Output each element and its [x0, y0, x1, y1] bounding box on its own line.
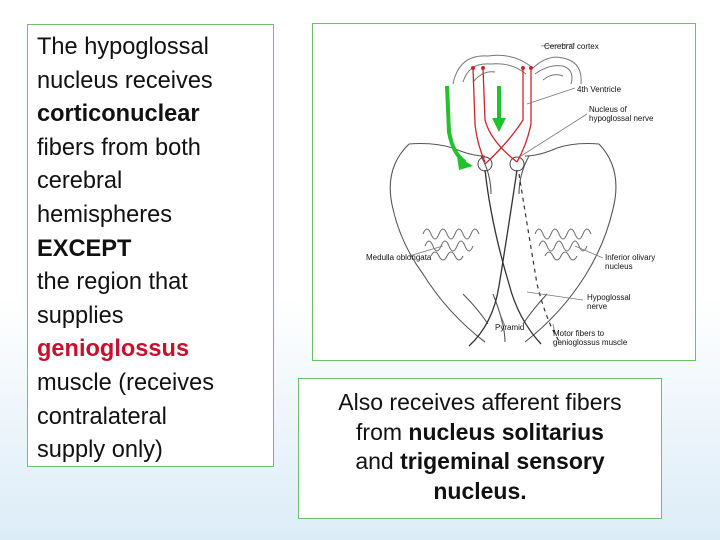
inferior-olivary-folds — [422, 228, 592, 261]
green-arrow-head-icon — [457, 156, 473, 170]
corticonuclear-fibers — [472, 67, 532, 165]
left-line: contralateral — [37, 403, 167, 430]
fiber-origin-dots — [471, 66, 533, 70]
green-arrow-icon — [445, 85, 467, 164]
diagram-box: Cerebral cortex 4th Ventricle Nucleus of… — [312, 23, 696, 361]
label-hypoglossal-line1: Hypoglossal — [587, 293, 631, 302]
medulla-outline — [389, 142, 617, 343]
label-hypoglossal-line2: nerve — [587, 302, 608, 311]
green-arrows — [445, 85, 506, 170]
hypoglossal-pathway-diagram: Cerebral cortex 4th Ventricle Nucleus of… — [366, 42, 655, 347]
label-inferior-olivary-line2: nucleus — [605, 262, 633, 271]
left-line-corticonuclear: corticonuclear — [37, 101, 200, 128]
left-line-genioglossus: genioglossus — [37, 336, 190, 363]
left-line: The hypoglossal — [37, 34, 209, 60]
label-fourth-ventricle: 4th Ventricle — [577, 85, 622, 94]
label-cerebral-cortex: Cerebral cortex — [544, 42, 599, 51]
left-line: cerebral — [37, 168, 123, 195]
afferent-text-box: Also receives afferent fibers from nucle… — [298, 378, 662, 519]
green-arrow-head-icon — [492, 118, 506, 132]
afferent-line: and trigeminal sensory — [299, 447, 661, 477]
afferent-line: from nucleus solitarius — [299, 418, 661, 448]
left-text-box: The hypoglossal nucleus receives cortico… — [27, 24, 274, 467]
label-motor-line2: genioglossus muscle — [553, 338, 628, 347]
label-pyramid: Pyramid — [495, 323, 524, 332]
afferent-line-solitarius: from nucleus solitarius — [356, 418, 604, 445]
left-description: The hypoglossal nucleus receives cortico… — [37, 31, 273, 468]
left-line: fibers from both — [37, 134, 201, 161]
left-line: the region that — [37, 269, 188, 296]
label-medulla: Medulla oblongata — [366, 253, 432, 262]
label-nucleus-line1: Nucleus of — [589, 105, 628, 114]
left-line: supplies — [37, 302, 124, 329]
left-line: supply only) — [37, 437, 163, 464]
afferent-line-nucleus: nucleus. — [433, 477, 527, 504]
label-nucleus-line2: hypoglossal nerve — [589, 114, 654, 123]
label-inferior-olivary-line1: Inferior olivary — [605, 253, 655, 262]
afferent-line: Also receives afferent fibers — [338, 389, 622, 415]
left-line-except: EXCEPT — [37, 235, 132, 262]
hypoglossal-nerve-fibers — [468, 169, 542, 347]
label-leader-lines — [408, 43, 604, 335]
left-line: hemispheres — [37, 201, 173, 228]
label-motor-line1: Motor fibers to — [553, 329, 605, 338]
left-line: nucleus receives — [37, 67, 213, 94]
afferent-line-trigeminal: and trigeminal sensory — [355, 448, 605, 474]
left-line: muscle (receives — [37, 369, 214, 396]
afferent-description: Also receives afferent fibers from nucle… — [299, 388, 661, 506]
